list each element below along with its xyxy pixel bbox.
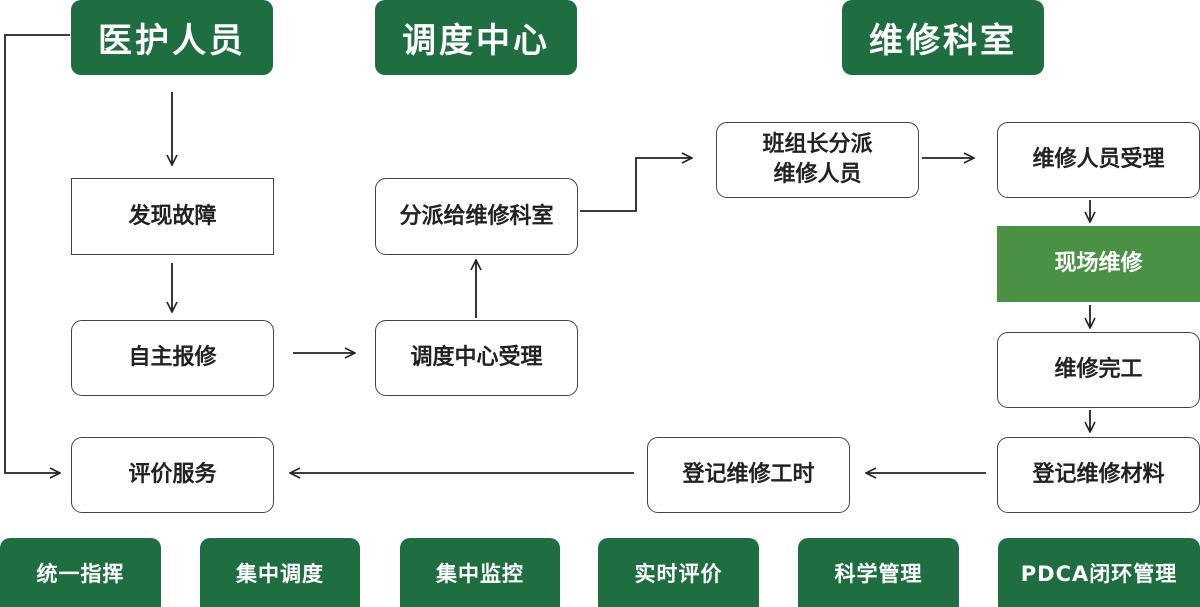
header-medical-staff: 医护人员 — [71, 0, 273, 75]
feature-scientific-management: 科学管理 — [798, 538, 959, 607]
header-maintenance-dept: 维修科室 — [842, 0, 1044, 75]
step-repair-staff-accept: 维修人员受理 — [997, 122, 1200, 198]
step-onsite-repair: 现场维修 — [997, 226, 1200, 302]
feature-central-monitor: 集中监控 — [400, 538, 560, 607]
step-dispatch-accept: 调度中心受理 — [375, 320, 578, 396]
feature-central-dispatch: 集中调度 — [200, 538, 360, 607]
step-register-materials: 登记维修材料 — [997, 437, 1200, 513]
header-dispatch-center: 调度中心 — [375, 0, 577, 75]
arrow-header-to-evaluate — [4, 34, 70, 473]
feature-pdca-management: PDCA闭环管理 — [998, 538, 1200, 607]
step-assign-department: 分派给维修科室 — [375, 178, 578, 255]
step-discover-fault: 发现故障 — [71, 178, 274, 255]
step-team-leader-assign: 班组长分派 维修人员 — [716, 122, 919, 198]
step-evaluate-service: 评价服务 — [71, 437, 274, 513]
step-register-hours: 登记维修工时 — [647, 437, 850, 513]
feature-unified-command: 统一指挥 — [0, 538, 161, 607]
arrow-assign-to-leader — [580, 158, 692, 212]
feature-realtime-evaluation: 实时评价 — [598, 538, 759, 607]
step-repair-complete: 维修完工 — [997, 332, 1200, 408]
step-self-report: 自主报修 — [71, 320, 274, 396]
